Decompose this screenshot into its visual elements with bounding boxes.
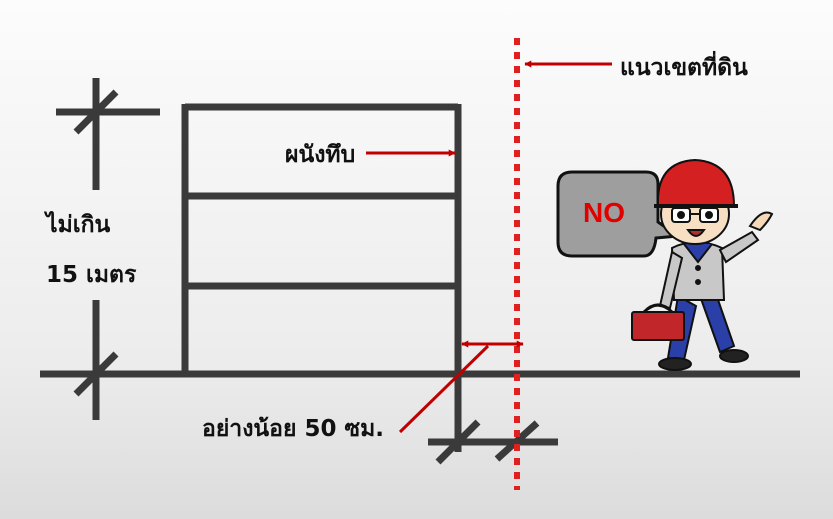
speech-text: NO [583,197,625,228]
setback-leader-line [398,344,490,434]
speech-bubble: NO [556,170,683,258]
setback-dimension [428,419,558,465]
solid-wall-label: ผนังทึบ [285,142,355,168]
engineer-character-icon [631,158,774,371]
height-label-line2: 15 เมตร [46,262,137,288]
height-label-line1: ไม่เกิน [43,210,111,238]
building-frame [181,103,462,452]
height-dimension [56,78,160,420]
setback-label: อย่างน้อย 50 ซม. [202,416,384,442]
land-boundary-label: แนวเขตที่ดิน [620,50,748,81]
